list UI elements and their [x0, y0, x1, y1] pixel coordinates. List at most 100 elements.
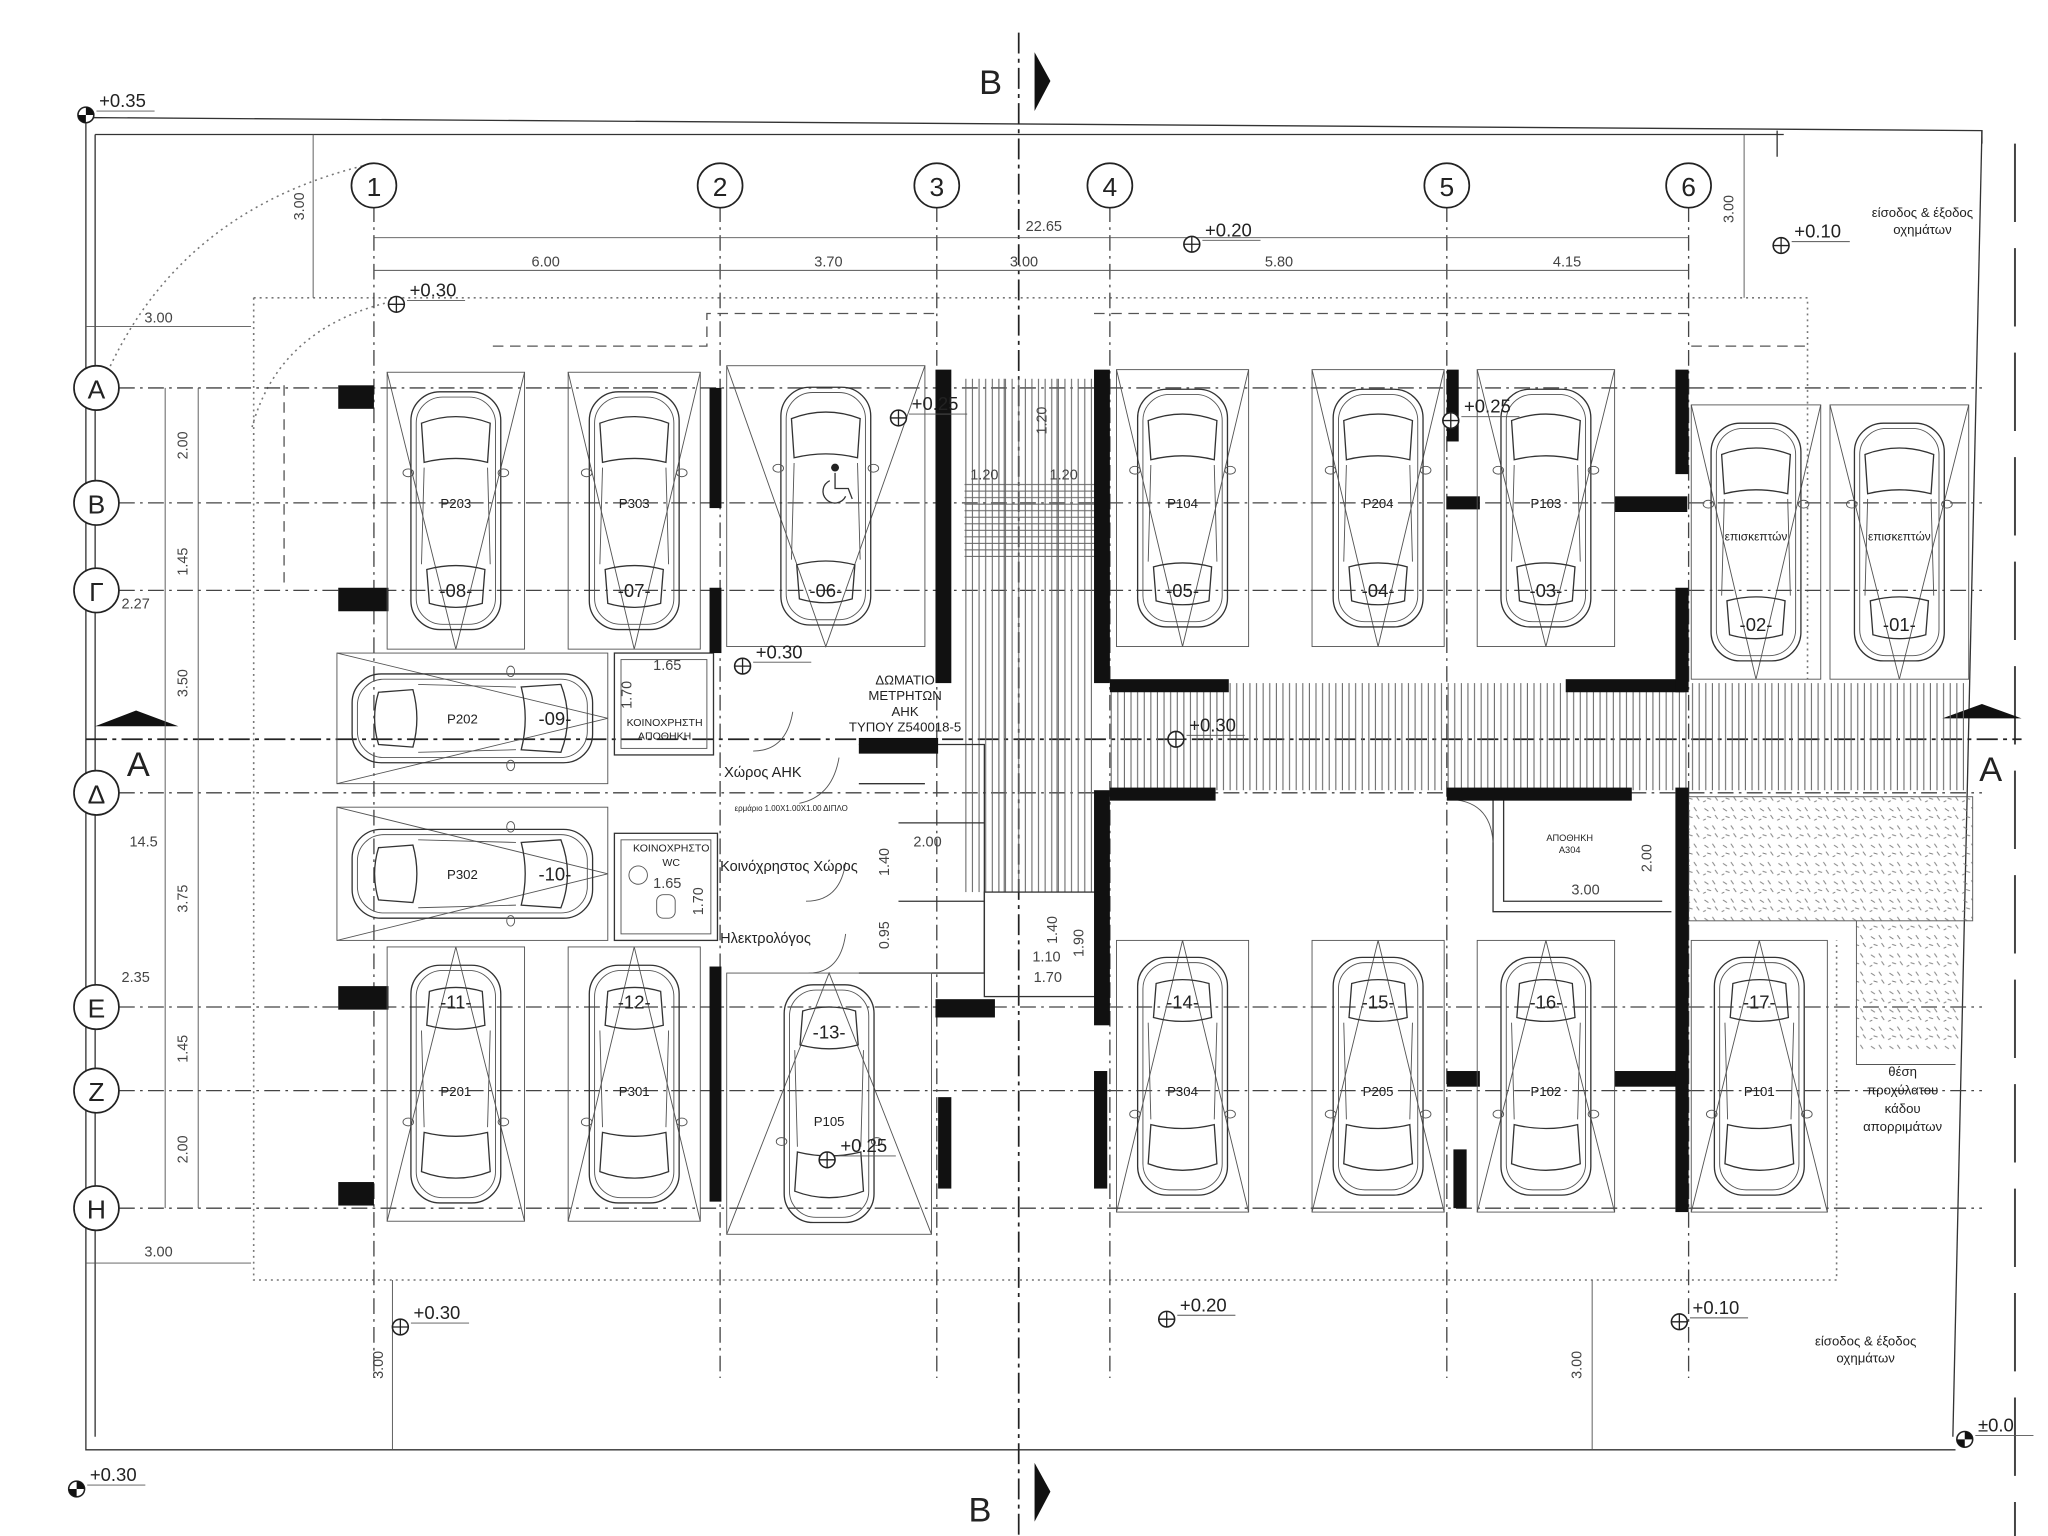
- grid-bubble-row: Η: [73, 1185, 120, 1232]
- grid-row-label: Ζ: [88, 1077, 104, 1107]
- level-marker: +0.30: [391, 1302, 470, 1336]
- parking-spot[interactable]: -01-επισκεπτών: [1829, 404, 1970, 680]
- grid-row-label: Ε: [88, 994, 106, 1024]
- spot-owner: P303: [619, 496, 650, 511]
- spot-number: -10-: [539, 863, 572, 884]
- level-marker: +0.35: [77, 90, 155, 124]
- grid-bubble-row: Δ: [73, 769, 120, 816]
- level-marker: +0.30: [733, 641, 812, 675]
- grid-bubble-column: 6: [1665, 162, 1712, 209]
- section-label-a-right: A: [1979, 751, 2002, 789]
- dim-offset: 2.35: [122, 970, 150, 986]
- level-marker: +0.25: [889, 393, 968, 427]
- parking-spot[interactable]: -17-P101: [1690, 939, 1828, 1213]
- dim-room: 1.65: [653, 876, 681, 892]
- section-label-a-left: A: [127, 746, 150, 784]
- dim-room: 1.10: [1032, 949, 1060, 965]
- parking-spot[interactable]: -12-P301: [567, 946, 701, 1222]
- dim-top: 3.70: [814, 255, 842, 271]
- meter-room-label: ΤΥΠΟΥ Z540018-5: [849, 719, 961, 734]
- grid-bubble-row: Ζ: [73, 1067, 120, 1114]
- common-wc-label: WC: [662, 857, 680, 869]
- grid-column-label: 3: [929, 172, 944, 202]
- section-labels: B B A A: [127, 64, 2003, 1529]
- parking-spot[interactable]: -04-P204: [1311, 369, 1445, 647]
- parking-spot[interactable]: -16-P102: [1476, 939, 1616, 1213]
- dim-top-total: 22.65: [1026, 219, 1062, 235]
- parking-spot[interactable]: -07-P303: [567, 371, 701, 650]
- dim-top: 4.15: [1553, 255, 1581, 271]
- dim-room: 1.20: [1050, 467, 1078, 483]
- dim-setback: 3.00: [371, 1351, 387, 1379]
- grid-column-label: 2: [713, 172, 728, 202]
- dim-left-total: 14.5: [129, 834, 157, 850]
- level-marker: +0.10: [1670, 1297, 1749, 1331]
- parking-spots: -01-επισκεπτών-02-επισκεπτών -03- P103 -04-…: [336, 365, 1970, 1235]
- dim-room: 0.95: [877, 921, 893, 949]
- dim-setback: 3.00: [1721, 195, 1737, 223]
- meter-room-label: ΔΩΜΑΤΙΟ: [875, 672, 935, 687]
- parking-spot[interactable]: -03- P103: [1476, 369, 1616, 647]
- parking-spot[interactable]: -13- P105: [726, 971, 932, 1235]
- parking-spot[interactable]: -06-: [726, 365, 926, 648]
- level-value: +0.20: [1205, 220, 1252, 241]
- level-marker: +0.20: [1183, 220, 1261, 253]
- parking-spot[interactable]: -10- P302: [336, 806, 609, 941]
- parking-spot[interactable]: -05-P104: [1116, 369, 1250, 647]
- level-value: +0.30: [414, 1302, 461, 1323]
- structural-walls: [338, 369, 1689, 1213]
- vehicle-entry-note: οχημάτων: [1836, 1350, 1895, 1365]
- electrician-label: Ηλεκτρολόγος: [720, 931, 811, 947]
- dim-setback: 3.00: [292, 192, 308, 220]
- level-value: +0.25: [912, 393, 959, 414]
- waste-bin-note: θέση: [1888, 1064, 1917, 1079]
- dim-left: 2.00: [176, 431, 192, 459]
- storage-a304-label: Α304: [1559, 845, 1581, 855]
- spot-owner: P302: [447, 867, 478, 882]
- spot-owner: P105: [814, 1114, 845, 1129]
- spot-number: -03-: [1529, 580, 1562, 601]
- spot-number: -04-: [1362, 580, 1395, 601]
- grid-bubble-row: Γ: [73, 567, 120, 614]
- grid-row-label: Η: [87, 1195, 106, 1225]
- parking-spot[interactable]: -09-P202: [336, 652, 609, 785]
- spot-owner: P103: [1530, 496, 1561, 511]
- common-storage-label: ΚΟΙΝΟΧΡΗΣΤΗ: [627, 717, 703, 729]
- level-marker: ±0.0: [1956, 1415, 2034, 1448]
- section-arrow-b-bottom: [1034, 1462, 1051, 1522]
- dim-room: 1.90: [1071, 929, 1087, 957]
- grid-bubble-row: Ε: [73, 983, 120, 1031]
- dim-room: 1.40: [1045, 916, 1061, 944]
- dim-room: 1.20: [1034, 407, 1050, 435]
- dim-room: 1.70: [1034, 970, 1062, 986]
- grid-bubble-row: Α: [73, 364, 120, 411]
- grid-bubble-column: 5: [1423, 162, 1471, 209]
- grid-column-label: 6: [1681, 172, 1696, 202]
- parking-spot[interactable]: -11-P201: [386, 946, 526, 1222]
- spot-number: -12-: [618, 991, 651, 1012]
- parking-spot[interactable]: -15-P205: [1311, 939, 1445, 1213]
- grid-bubble-column: 2: [696, 162, 744, 209]
- dim-room: 2.00: [913, 834, 941, 850]
- level-marker: +0.25: [1442, 396, 1520, 430]
- dim-setback: 3.00: [144, 311, 172, 327]
- parking-spot[interactable]: -14-P304: [1116, 939, 1250, 1213]
- grid-bubble-row: Β: [73, 479, 120, 526]
- parking-spot[interactable]: -08-P203: [386, 371, 526, 650]
- spot-number: -13-: [813, 1021, 846, 1042]
- level-marker: +0.30: [387, 280, 466, 313]
- dim-left: 1.45: [176, 1035, 192, 1063]
- building-outline: [252, 297, 1838, 1281]
- spot-number: -17-: [1743, 991, 1776, 1012]
- parking-spot[interactable]: -02-επισκεπτών: [1690, 404, 1822, 680]
- grid-row-label: Β: [88, 489, 106, 519]
- level-value: +0.25: [1464, 396, 1511, 417]
- spot-number: -05-: [1166, 580, 1199, 601]
- level-value: +0.10: [1693, 1297, 1740, 1318]
- dim-left: 3.50: [176, 669, 192, 697]
- spot-owner: P304: [1167, 1084, 1198, 1099]
- level-marker: +0.25: [818, 1135, 896, 1169]
